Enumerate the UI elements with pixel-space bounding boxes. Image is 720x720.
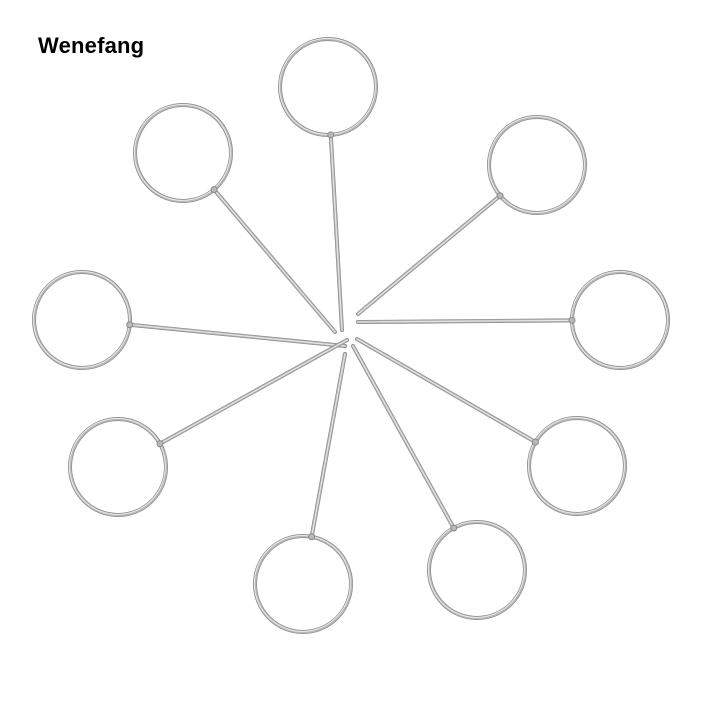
- ejector-pin: [278, 37, 378, 332]
- ejector-pin: [356, 270, 670, 370]
- ejector-pin: [355, 337, 627, 516]
- ejector-pin: [133, 103, 337, 334]
- ejector-pin: [68, 338, 349, 517]
- ejector-pin: [32, 270, 347, 370]
- ejector-pin: [351, 344, 527, 620]
- ejector-pin: [253, 352, 353, 634]
- brand-watermark: Wenefang: [38, 33, 145, 58]
- ejector-pin: [356, 115, 587, 316]
- ejector-pins-group: [32, 37, 670, 634]
